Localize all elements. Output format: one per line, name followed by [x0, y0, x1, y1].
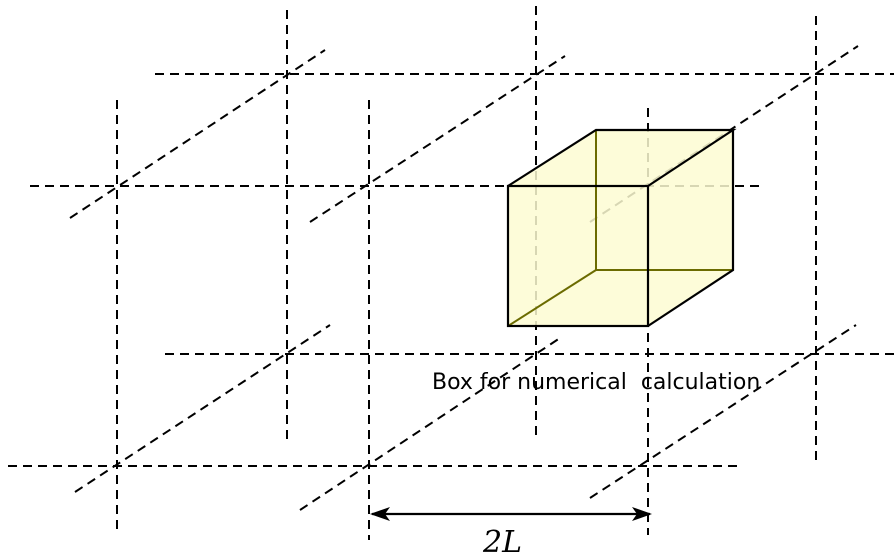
- box-top-face: [508, 130, 733, 186]
- box-front-edges: [506, 184, 650, 328]
- dimension-label: 2L: [482, 525, 522, 556]
- box-top-edges: [507, 128, 737, 187]
- lattice-grid: [8, 6, 894, 540]
- box-caption: Box for numerical calculation: [432, 370, 760, 395]
- lattice-line: [309, 55, 566, 223]
- lattice-line: [589, 324, 857, 499]
- box-right-face: [648, 130, 733, 326]
- lattice-line: [69, 49, 326, 219]
- box-right-edges: [647, 130, 735, 327]
- box-hidden-edge: [507, 269, 597, 327]
- lattice-line: [74, 324, 331, 493]
- box-front-face: [508, 186, 648, 326]
- lattice-line: [299, 337, 561, 511]
- calculation-box: [506, 128, 737, 328]
